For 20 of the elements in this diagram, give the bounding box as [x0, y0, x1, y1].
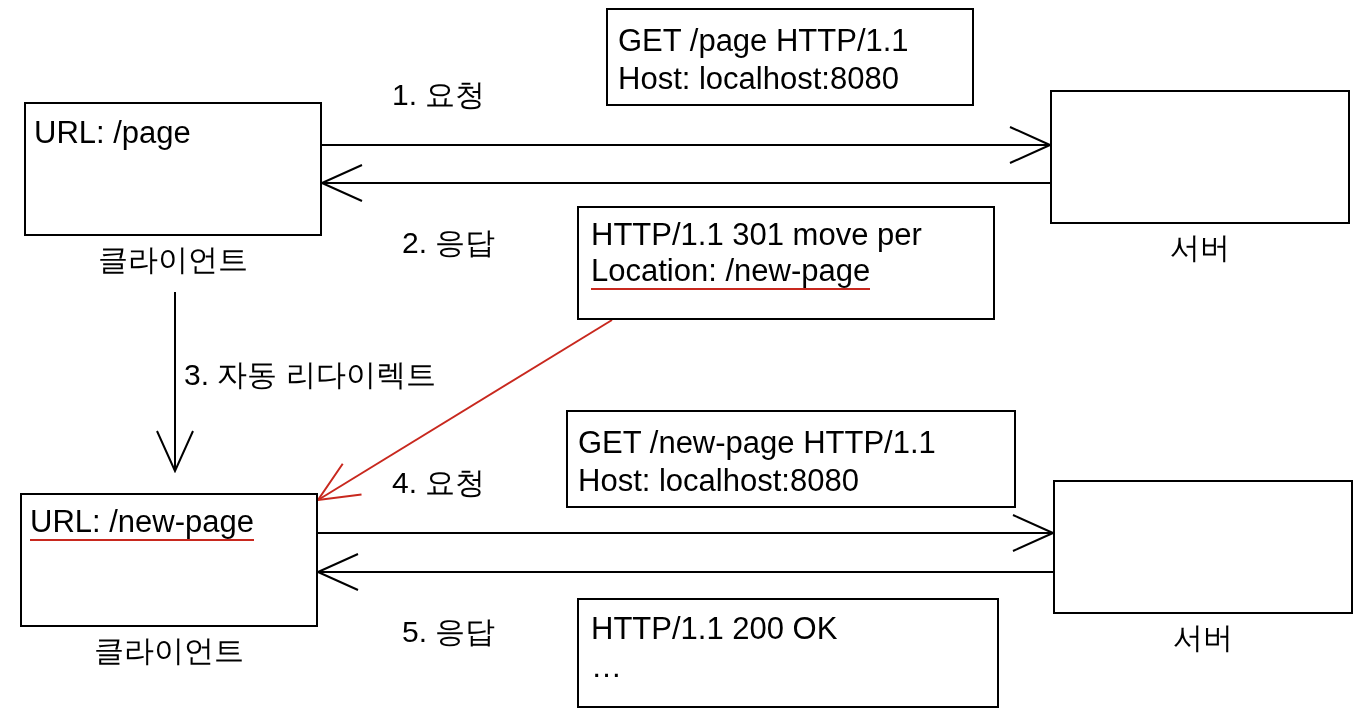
server-caption: 서버: [1173, 620, 1233, 656]
arrow: [317, 514, 1054, 552]
server-caption: 서버: [1170, 230, 1230, 266]
http-message-line: Location: /new-page: [591, 254, 871, 290]
url-text: URL: /new-page: [30, 505, 254, 541]
arrow: [317, 553, 1054, 591]
http-message-line: HTTP/1.1 200 OK: [591, 610, 838, 648]
http-message-line: GET /new-page HTTP/1.1: [578, 424, 936, 462]
client-caption: 클라이언트: [98, 242, 248, 278]
http-message-line: GET /page HTTP/1.1: [618, 22, 909, 60]
http-message-line: Host: localhost:8080: [618, 60, 899, 98]
url-text: URL: /page: [34, 114, 191, 152]
arrow: [321, 126, 1051, 164]
http-message-line: HTTP/1.1 301 move per: [591, 216, 922, 254]
arrow: [156, 291, 194, 472]
arrow: [321, 164, 1051, 202]
http-message-line: …: [591, 648, 622, 686]
http-message-line: Host: localhost:8080: [578, 462, 859, 500]
arrow: [317, 319, 613, 501]
client-caption: 클라이언트: [94, 633, 244, 669]
